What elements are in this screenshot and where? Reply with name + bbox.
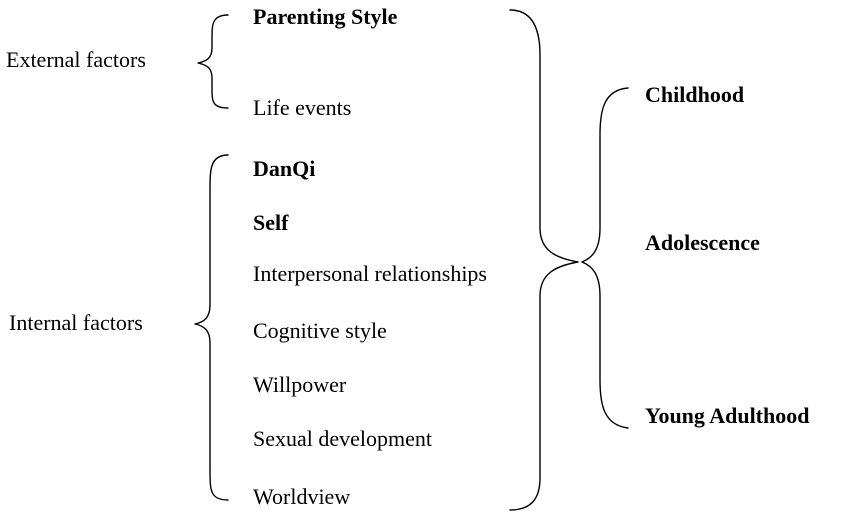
external-factors-brace xyxy=(197,14,229,109)
factor-life-events: Life events xyxy=(253,95,352,120)
factors-merge-brace xyxy=(509,9,579,511)
factor-cognitive-style: Cognitive style xyxy=(253,318,387,343)
factor-self: Self xyxy=(253,210,289,235)
factor-parenting-style: Parenting Style xyxy=(253,4,398,29)
internal-factors-label: Internal factors xyxy=(9,310,143,335)
factor-worldview: Worldview xyxy=(253,484,351,509)
stages-brace xyxy=(581,87,629,429)
factor-sexual-development: Sexual development xyxy=(253,426,433,451)
external-factors-label: External factors xyxy=(6,47,146,72)
factor-willpower: Willpower xyxy=(253,372,347,397)
factor-danqi: DanQi xyxy=(253,156,316,181)
internal-factors-brace xyxy=(194,154,229,501)
stage-adolescence: Adolescence xyxy=(645,230,760,255)
stage-childhood: Childhood xyxy=(645,82,745,107)
stage-young-adulthood: Young Adulthood xyxy=(645,403,810,428)
factor-interpersonal-relationships: Interpersonal relationships xyxy=(253,261,487,286)
